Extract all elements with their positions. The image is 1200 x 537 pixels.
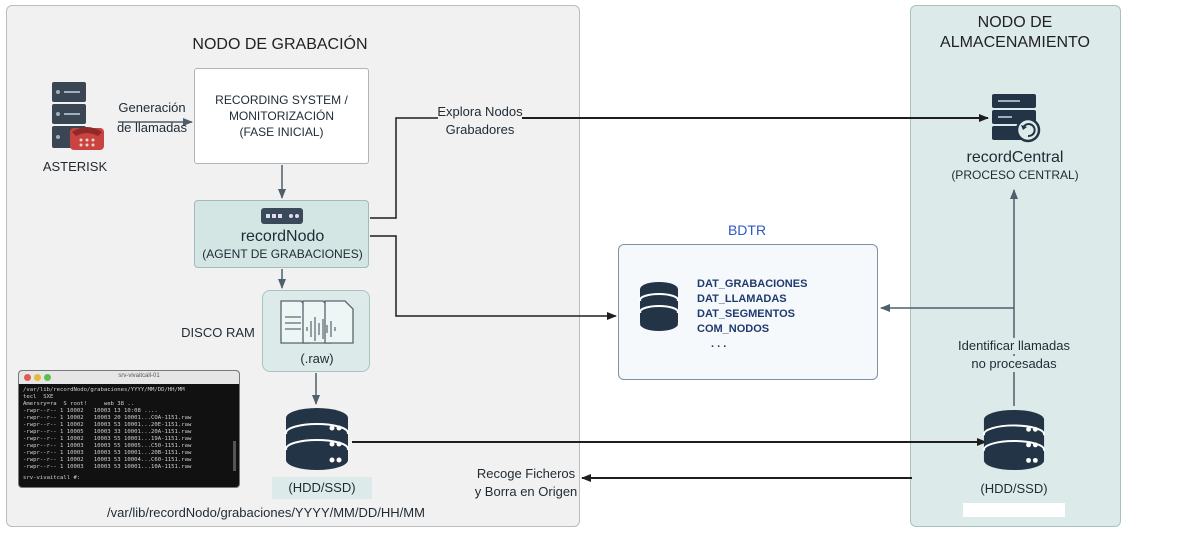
record-central-subtitle: (PROCESO CENTRAL) — [951, 168, 1079, 182]
record-central-name: recordCentral — [966, 149, 1064, 166]
terminal-line: -rwpr--r-- 1 10003 10003 55 10005...C50-… — [23, 443, 192, 449]
hdd-right-icon — [982, 409, 1046, 471]
storage-node-title-line2: ALMACENAMIENTO — [940, 34, 1090, 51]
recordnodo-subtitle: (AGENT DE GRABACIONES) — [202, 247, 363, 261]
edge-label-recoge-line2: y Borra en Origen — [474, 484, 578, 499]
terminal-line: tecl SXE — [23, 394, 54, 400]
terminal-title-bar: srv-vivaitcall-01 — [19, 371, 239, 384]
terminal-close-icon — [24, 374, 31, 381]
recording-system-box: RECORDING SYSTEM / MONITORIZACIÓN (FASE … — [194, 68, 369, 164]
terminal-line: -rwpr--r-- 1 10003 10003 53 10001...20B-… — [23, 450, 192, 456]
disco-ram-format: (.raw) — [300, 351, 334, 366]
edge-label-identificar-line2: no procesadas — [934, 356, 1094, 372]
recording-system-line1: RECORDING SYSTEM / — [215, 93, 348, 107]
edge-recordnodo-to-bdtr — [370, 235, 617, 320]
terminal-line: -rwpr--r-- 1 10002 10003 13 10:08 .... — [23, 408, 158, 414]
terminal-minimize-icon — [34, 374, 41, 381]
terminal-line: /var/lib/recordNodo/grabaciones/YYYY/MM/… — [23, 387, 185, 393]
record-central-icon — [992, 94, 1041, 143]
label-placeholder — [963, 503, 1065, 517]
asterisk-server-icon — [52, 82, 104, 150]
bdtr-table-dat-grabaciones: DAT_GRABACIONES — [697, 278, 808, 290]
edge-label-generacion-line2: de llamadas — [116, 120, 188, 135]
terminal-line: -rwpr--r-- 1 10002 10003 53 10001...20E-… — [23, 422, 192, 428]
terminal-prompt: srv-vivaitcall #: — [23, 475, 84, 481]
bdtr-table-com-nodos: COM_NODOS — [697, 323, 770, 335]
edge-label-explora-line1: Explora Nodos — [437, 104, 523, 119]
recording-system-line3: (FASE INICIAL) — [239, 125, 324, 139]
server-unit-icon — [261, 208, 303, 224]
hdd-left-icon — [285, 408, 349, 470]
terminal-line: -rwpr--r-- 1 10003 10003 53 10001...10A-… — [23, 464, 192, 470]
database-icon — [639, 282, 679, 331]
bdtr-title: BDTR — [727, 222, 767, 238]
edge-explora-nodos — [370, 114, 989, 219]
terminal-line: -rwpr--r-- 1 10002 10003 53 10004...C60-… — [23, 457, 192, 463]
disco-ram-box: (.raw) — [262, 290, 370, 372]
asterisk-label: ASTERISK — [42, 159, 108, 174]
audio-files-icon — [280, 300, 354, 344]
disco-ram-label: DISCO RAM — [181, 325, 255, 340]
hdd-right-label: (HDD/SSD) — [980, 481, 1048, 496]
recordnodo-name: recordNodo — [240, 228, 325, 245]
terminal-maximize-icon — [44, 374, 51, 381]
recording-node-title: NODO DE GRABACIÓN — [192, 36, 368, 53]
bdtr-box: DAT_GRABACIONES DAT_LLAMADAS DAT_SEGMENT… — [618, 244, 878, 380]
terminal-line: Amersry=ra S root! web 38 .. — [23, 401, 135, 407]
edge-label-explora-line2: Grabadores — [445, 122, 515, 137]
hdd-left-label: (HDD/SSD) — [272, 477, 372, 499]
terminal-line: -rwpr--r-- 1 10002 10003 55 10001...19A-… — [23, 436, 192, 442]
edge-label-generacion-line1: Generación — [118, 100, 186, 115]
terminal-line: -rwpr--r-- 1 10005 10003 33 10001...20A-… — [23, 429, 192, 435]
recordnodo-box: recordNodo (AGENT DE GRABACIONES) — [194, 200, 369, 268]
edge-label-recoge-line1: Recoge Ficheros — [476, 466, 576, 481]
terminal-line: -rwpr--r-- 1 10002 10003 20 10001...COA-… — [23, 415, 192, 421]
bdtr-table-dat-segmentos: DAT_SEGMENTOS — [697, 308, 795, 320]
bdtr-ellipsis: . . . — [711, 338, 727, 350]
recording-system-line2: MONITORIZACIÓN — [228, 109, 335, 123]
terminal-scrollbar — [233, 441, 236, 471]
terminal-title: srv-vivaitcall-01 — [118, 373, 160, 379]
recordings-path: /var/lib/recordNodo/grabaciones/YYYY/MM/… — [107, 505, 425, 520]
bdtr-table-dat-llamadas: DAT_LLAMADAS — [697, 293, 787, 305]
terminal-window: srv-vivaitcall-01 /var/lib/recordNodo/gr… — [18, 370, 240, 488]
storage-node-title-line1: NODO DE — [977, 14, 1053, 31]
edge-label-identificar-line1: Identificar llamadas — [934, 338, 1094, 354]
